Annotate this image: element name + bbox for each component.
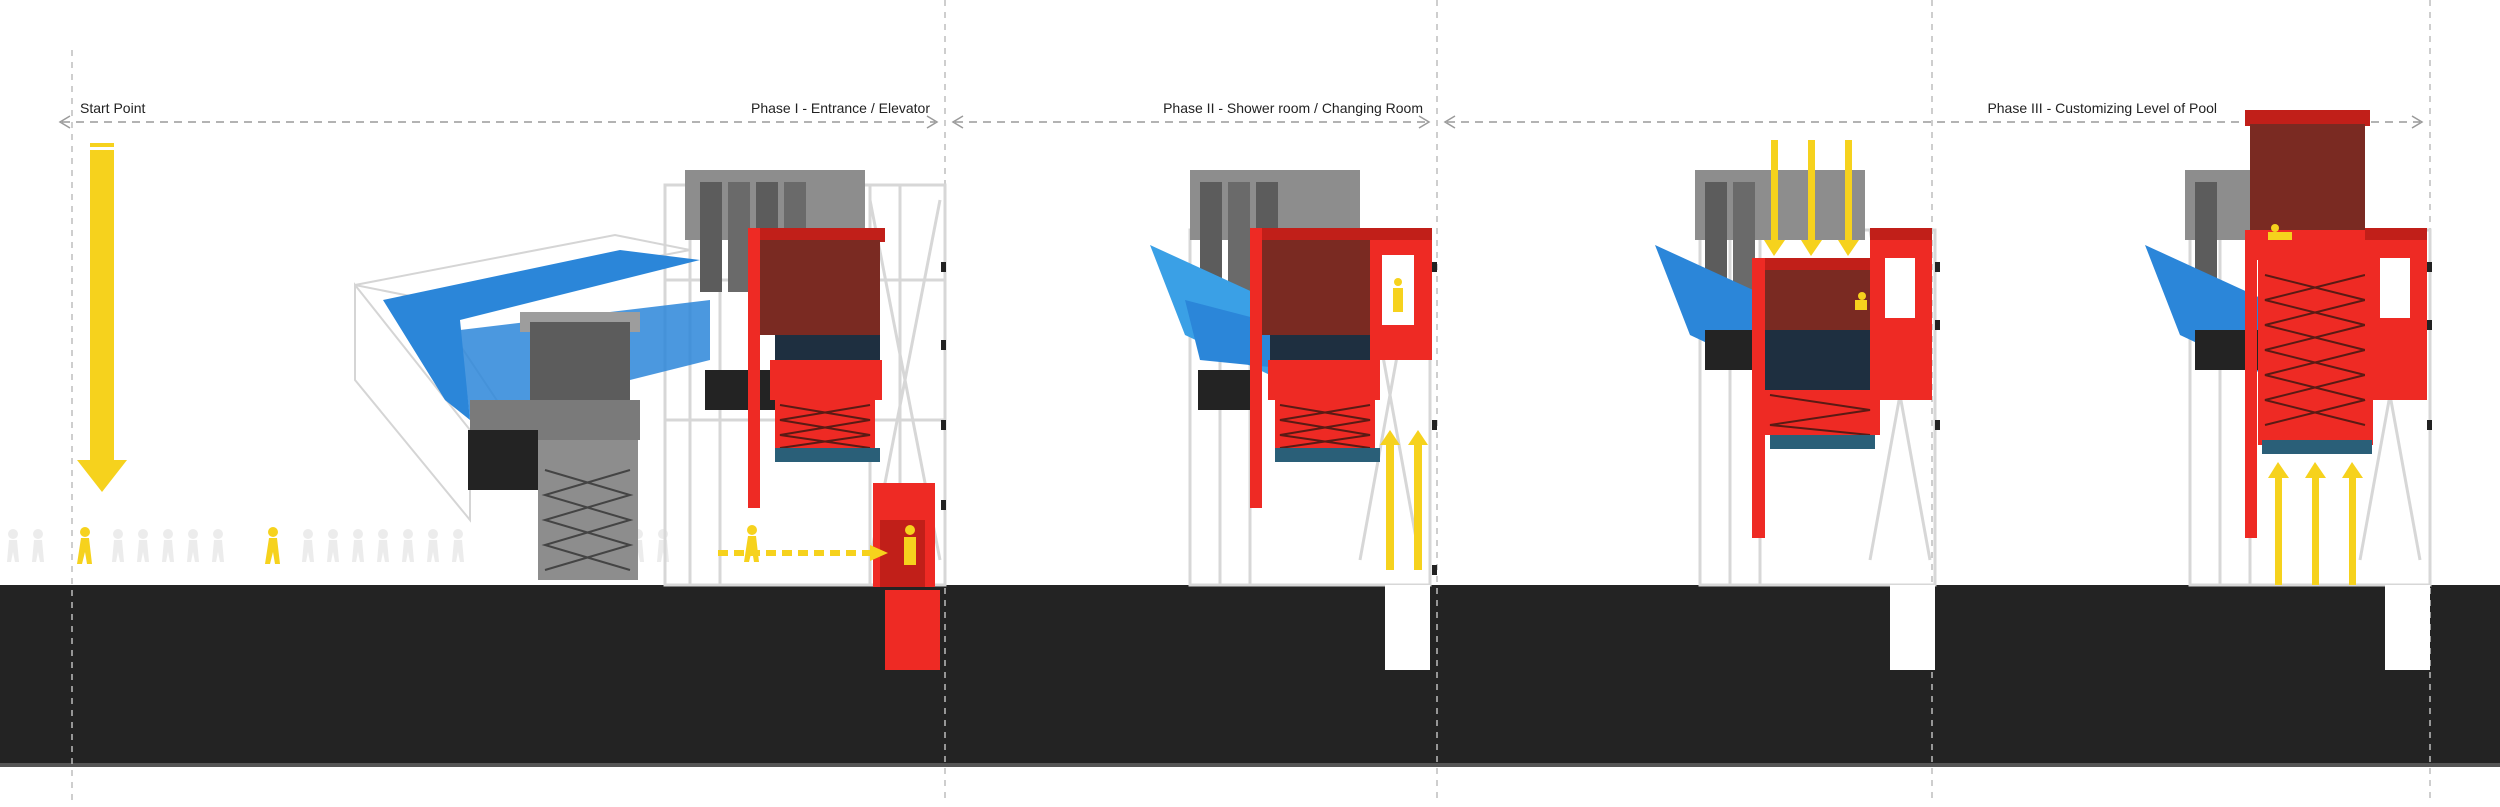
- arrow-up-icon: [2268, 462, 2363, 585]
- phase3b-structure: [2145, 110, 2432, 670]
- dimension-arrowheads: [58, 115, 2424, 129]
- ground-shadow: [0, 763, 2500, 767]
- phase1-label: Phase I - Entrance / Elevator: [751, 100, 930, 116]
- lattice-markers: [941, 262, 2432, 575]
- phase1-structure: [354, 170, 947, 670]
- walking-person-icon: [77, 525, 759, 564]
- arrow-down-icon: [77, 143, 127, 492]
- start-point-label: Start Point: [80, 100, 146, 116]
- ground-band: [0, 585, 2500, 765]
- phase3-label: Phase III - Customizing Level of Pool: [1987, 100, 2217, 116]
- phase3a-structure: [1655, 140, 1937, 670]
- phase2-label: Phase II - Shower room / Changing Room: [1163, 100, 1423, 116]
- phase2-structure: [1150, 170, 1432, 670]
